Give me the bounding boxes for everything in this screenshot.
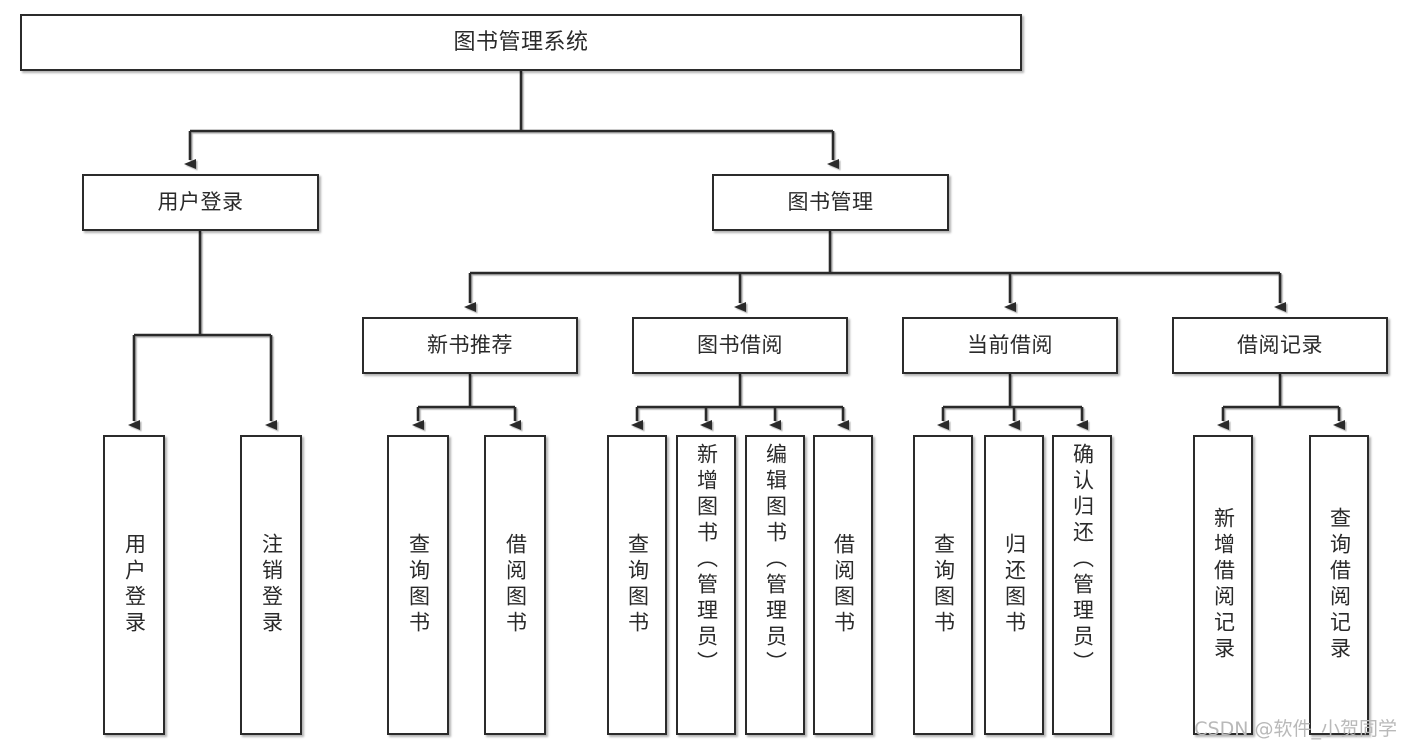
node-leaf-edit-book-label: 编辑图书（管理员） — [763, 443, 788, 677]
node-leaf-add-book-label: 新增图书（管理员） — [694, 443, 719, 677]
node-leaf-logout-label: 注销登录 — [259, 533, 284, 637]
node-book-borrow-label: 图书借阅 — [697, 333, 783, 358]
node-root[interactable]: 图书管理系统 — [20, 14, 1022, 71]
node-leaf-query-book-2-label: 查询图书 — [625, 533, 650, 637]
node-borrow-record-label: 借阅记录 — [1237, 333, 1323, 358]
node-new-book-rec[interactable]: 新书推荐 — [362, 317, 578, 374]
node-leaf-user-login[interactable]: 用户登录 — [103, 435, 165, 735]
node-leaf-query-book-2[interactable]: 查询图书 — [607, 435, 667, 735]
node-current-borrow[interactable]: 当前借阅 — [902, 317, 1118, 374]
node-leaf-query-book-3-label: 查询图书 — [931, 533, 956, 637]
node-leaf-query-record-label: 查询借阅记录 — [1327, 507, 1352, 663]
node-leaf-query-book-3[interactable]: 查询图书 — [913, 435, 973, 735]
node-leaf-add-record[interactable]: 新增借阅记录 — [1193, 435, 1253, 735]
node-leaf-borrow-book-1-label: 借阅图书 — [503, 533, 528, 637]
node-leaf-query-book-1[interactable]: 查询图书 — [387, 435, 449, 735]
node-leaf-edit-book[interactable]: 编辑图书（管理员） — [745, 435, 805, 735]
node-book-manage-label: 图书管理 — [787, 190, 874, 215]
watermark-text: CSDN @软件_小贺同学 — [1194, 718, 1397, 740]
node-book-borrow[interactable]: 图书借阅 — [632, 317, 848, 374]
node-user-login[interactable]: 用户登录 — [82, 174, 319, 231]
node-leaf-return-book[interactable]: 归还图书 — [984, 435, 1044, 735]
node-leaf-confirm-return[interactable]: 确认归还（管理员） — [1052, 435, 1112, 735]
node-leaf-borrow-book-1[interactable]: 借阅图书 — [484, 435, 546, 735]
node-leaf-confirm-return-label: 确认归还（管理员） — [1070, 443, 1095, 677]
node-root-label: 图书管理系统 — [453, 29, 589, 55]
node-leaf-user-login-label: 用户登录 — [122, 533, 147, 637]
node-leaf-add-book[interactable]: 新增图书（管理员） — [676, 435, 736, 735]
node-user-login-label: 用户登录 — [157, 190, 244, 215]
node-leaf-borrow-book-2[interactable]: 借阅图书 — [813, 435, 873, 735]
node-book-manage[interactable]: 图书管理 — [712, 174, 949, 231]
node-new-book-rec-label: 新书推荐 — [427, 333, 513, 358]
node-leaf-query-record[interactable]: 查询借阅记录 — [1309, 435, 1369, 735]
node-leaf-borrow-book-2-label: 借阅图书 — [831, 533, 856, 637]
node-borrow-record[interactable]: 借阅记录 — [1172, 317, 1388, 374]
node-leaf-add-record-label: 新增借阅记录 — [1211, 507, 1236, 663]
node-leaf-return-book-label: 归还图书 — [1002, 533, 1027, 637]
node-current-borrow-label: 当前借阅 — [967, 333, 1053, 358]
node-leaf-query-book-1-label: 查询图书 — [406, 533, 431, 637]
node-leaf-logout[interactable]: 注销登录 — [240, 435, 302, 735]
